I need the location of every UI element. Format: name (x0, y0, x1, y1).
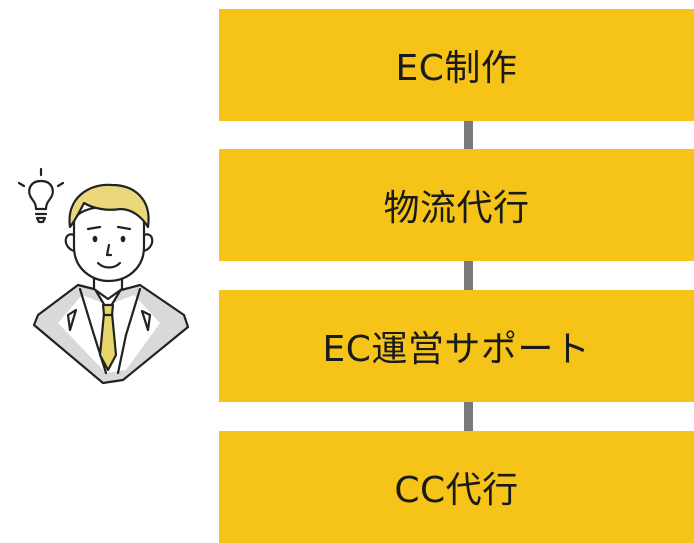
step-label: EC制作 (395, 48, 518, 89)
step-box-ec-operations-support: EC運営サポート (219, 290, 694, 402)
step-label: EC運営サポート (322, 329, 591, 370)
step-box-ec-production: EC制作 (219, 9, 694, 121)
lightbulb-icon (17, 167, 65, 224)
step-label: CC代行 (394, 470, 519, 511)
step-box-logistics: 物流代行 (219, 149, 694, 261)
connector-1-2 (464, 121, 473, 149)
businessman-with-lightbulb-icon (17, 167, 190, 385)
head (64, 183, 154, 283)
step-box-cc-outsourcing: CC代行 (219, 431, 694, 543)
step-label: 物流代行 (383, 188, 530, 229)
suit-body (32, 283, 190, 385)
connector-2-3 (464, 261, 473, 290)
connector-3-4 (464, 402, 473, 431)
